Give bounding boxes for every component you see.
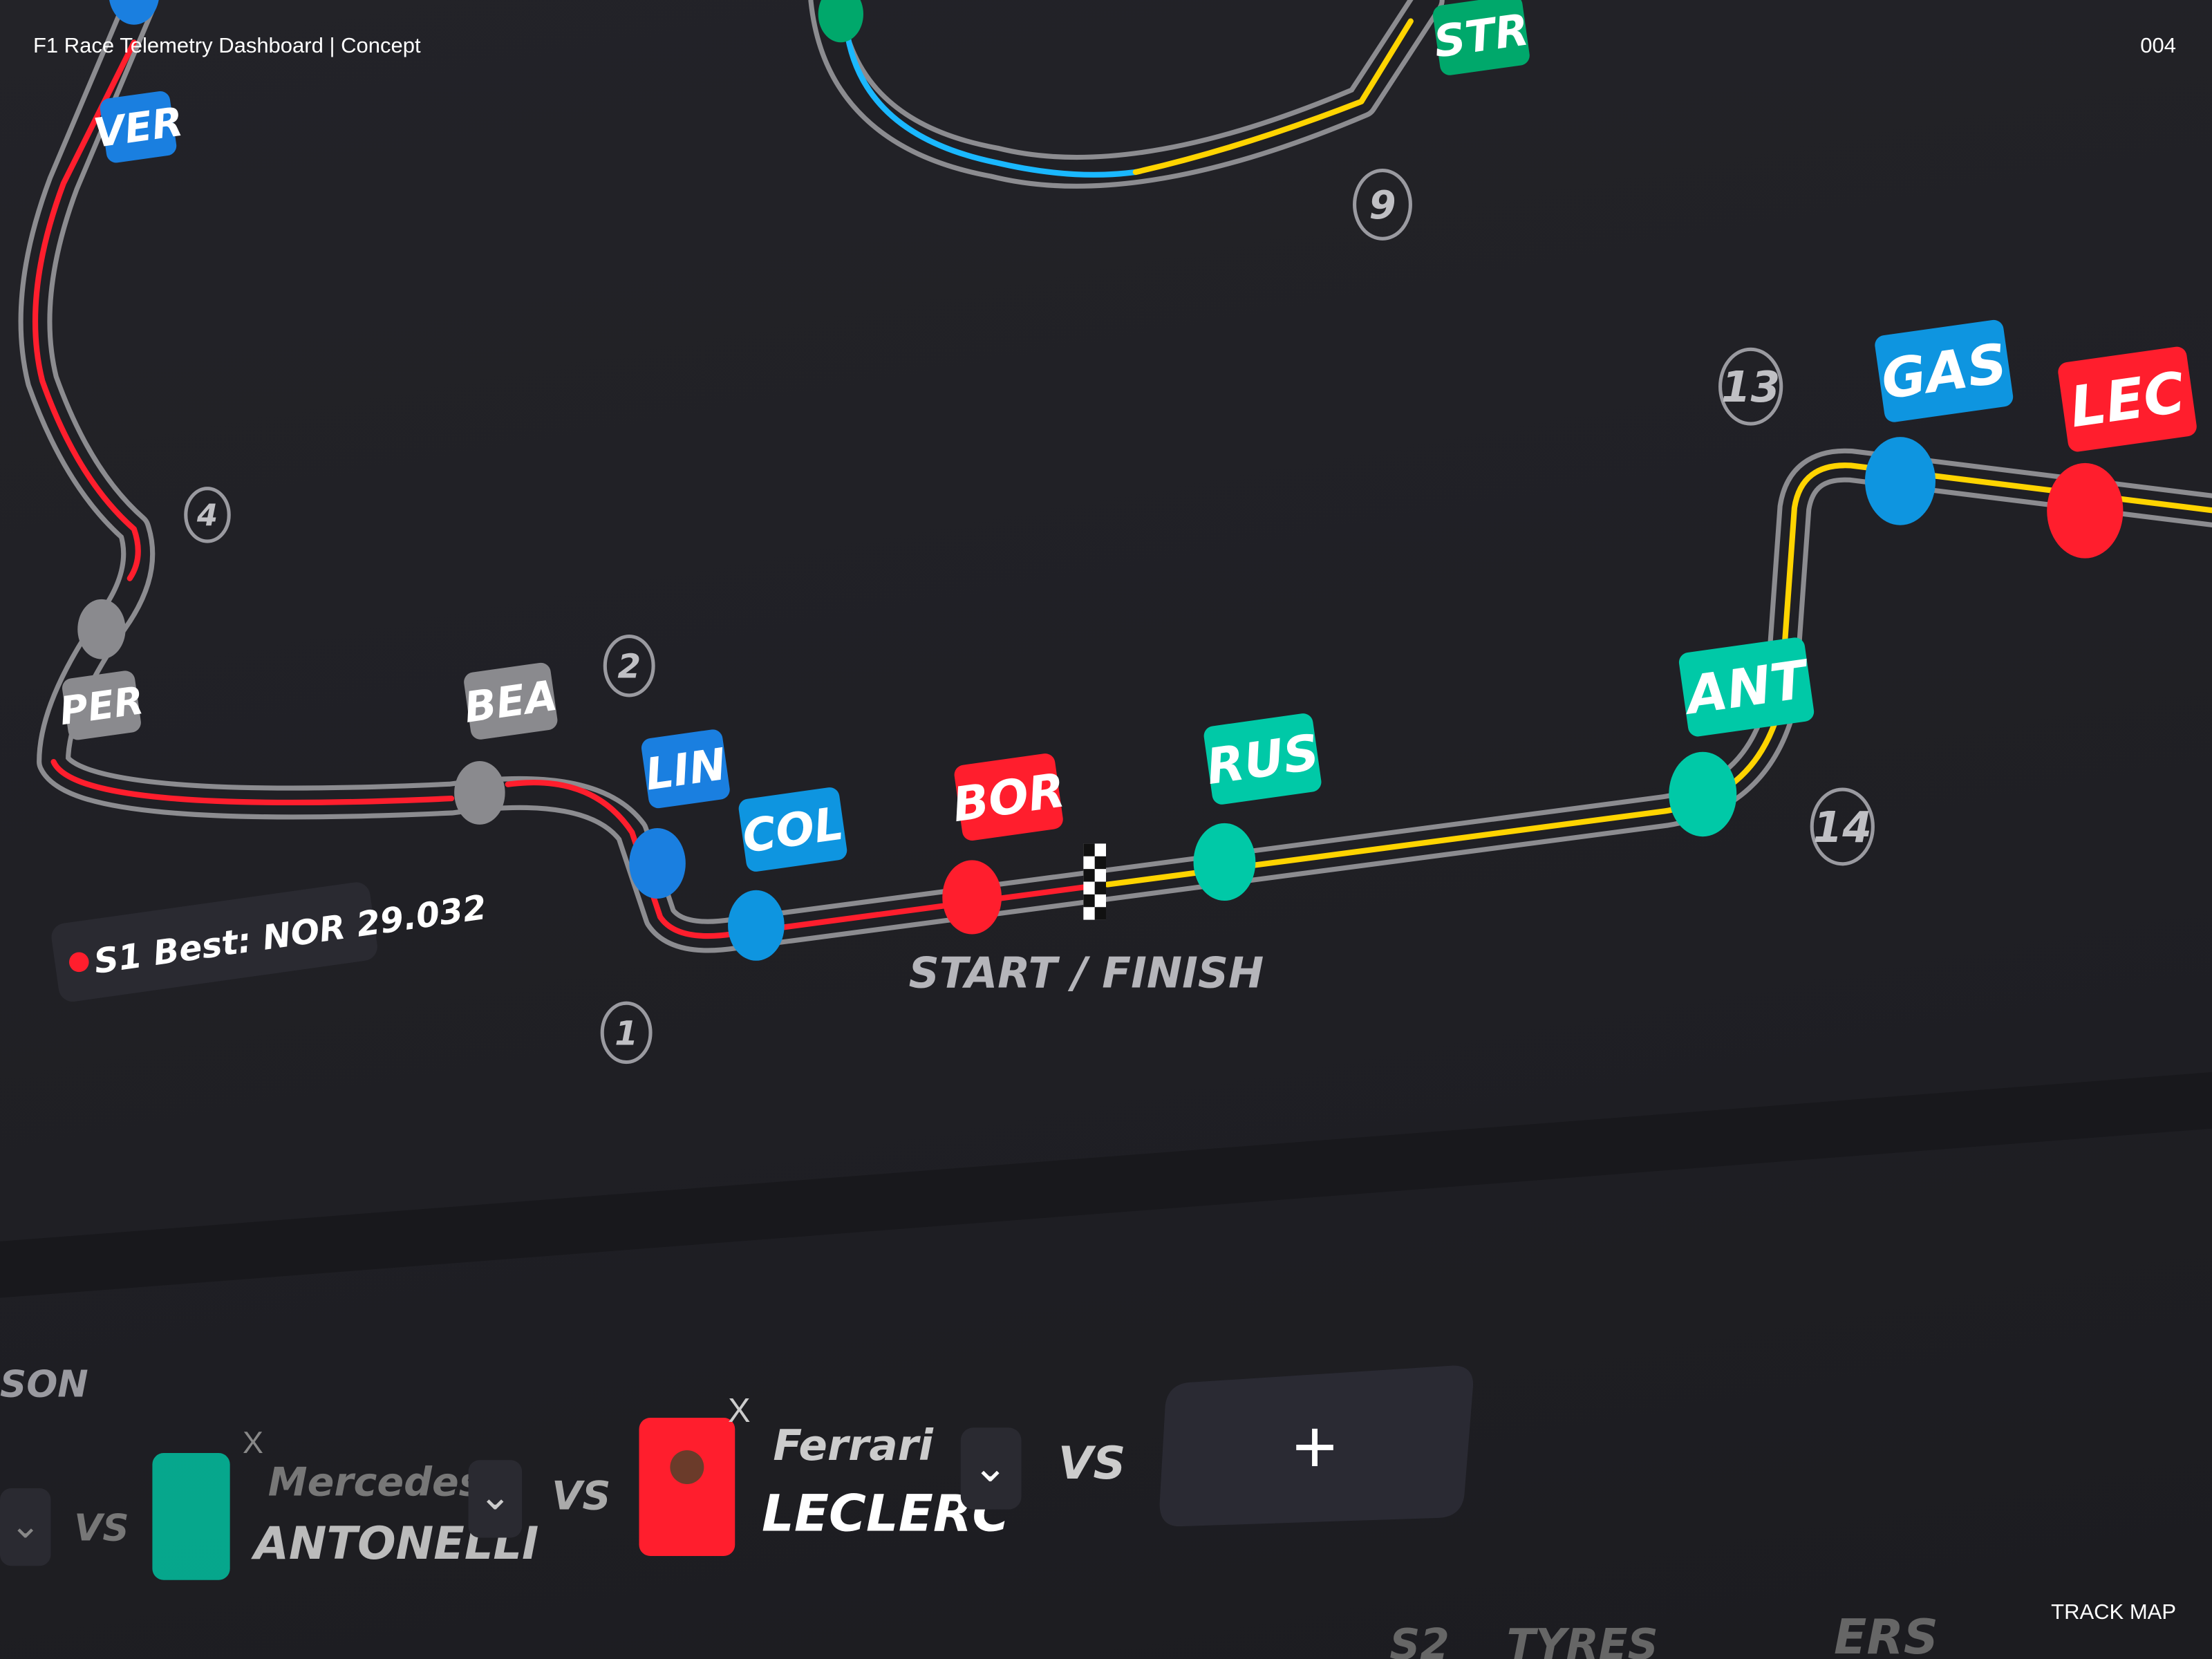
turn-number: 13 — [1721, 363, 1780, 412]
car-position-dot — [77, 599, 126, 659]
car-position-dot — [818, 0, 863, 43]
turn-marker-1: 1 — [600, 1001, 653, 1065]
driver-tag — [1203, 713, 1322, 805]
turn-number: 14 — [1813, 803, 1872, 852]
tab-s2[interactable]: S2 — [1389, 1620, 1450, 1659]
start-finish-line — [1083, 843, 1106, 920]
turn-marker-14: 14 — [1810, 787, 1875, 866]
driver-team: Mercedes — [268, 1459, 482, 1505]
driver-code: LIN — [642, 738, 729, 800]
driver-tag — [464, 662, 558, 740]
driver-tag — [62, 671, 141, 740]
chevron-down-icon: ⌄ — [973, 1443, 1008, 1490]
car-position-dot — [942, 860, 1002, 935]
panel-divider — [0, 1072, 2212, 1298]
chevron-down-icon: ⌄ — [10, 1505, 41, 1546]
driver-tag — [1875, 319, 2014, 422]
chevron-down-icon: ⌄ — [478, 1474, 512, 1519]
driver-dropdown-leclerc[interactable] — [960, 1427, 1022, 1510]
turn-marker-4: 4 — [184, 487, 231, 543]
driver-tag — [100, 91, 177, 163]
driver-tag — [954, 753, 1063, 841]
driver-tag — [1432, 0, 1530, 75]
driver-tag — [738, 787, 847, 872]
sector-best-dot — [69, 952, 89, 973]
car-position-dot — [2047, 462, 2124, 559]
car-position-dot — [629, 827, 686, 899]
driver-dropdown-antonelli[interactable] — [468, 1460, 523, 1538]
car-position-dot — [1193, 823, 1256, 901]
driver-team: Ferrari — [773, 1421, 933, 1470]
driver-marker-per[interactable]: PER — [57, 599, 147, 741]
driver-code: LEC — [2066, 360, 2189, 440]
driver-marker-bor[interactable]: BOR — [942, 752, 1069, 935]
car-position-dot — [1669, 751, 1737, 837]
vs-label: VS — [74, 1507, 129, 1550]
driver-avatar-antonelli — [152, 1453, 230, 1580]
turn-marker-13: 13 — [1718, 347, 1783, 426]
comparison-heading: SON — [0, 1362, 88, 1405]
turn-number: 2 — [617, 648, 641, 686]
remove-driver-leclerc[interactable]: X — [728, 1392, 751, 1430]
driver-marker-ver[interactable]: VER — [91, 0, 186, 164]
driver-marker-gas[interactable]: GAS — [1864, 319, 2014, 525]
driver-tag — [2058, 346, 2197, 452]
driver-marker-lin[interactable]: LIN — [629, 728, 731, 899]
page-title: F1 Race Telemetry Dashboard | Concept — [33, 33, 421, 57]
driver-tag — [641, 729, 730, 809]
turn-marker-9: 9 — [1353, 168, 1412, 241]
car-position-dot — [109, 0, 159, 25]
plus-icon: + — [1293, 1405, 1337, 1490]
turn-number: 9 — [1369, 183, 1396, 228]
driver-tag — [1678, 637, 1815, 737]
car-position-dot — [454, 761, 505, 825]
driver-marker-col[interactable]: COL — [728, 786, 848, 961]
remove-driver-antonelli[interactable]: X — [243, 1425, 263, 1460]
page-number: 004 — [2140, 33, 2176, 57]
driver-marker-ant[interactable]: ANT — [1669, 636, 1815, 837]
driver-marker-str[interactable]: STR — [818, 0, 1532, 77]
vs-label: VS — [552, 1474, 610, 1519]
driver-photo — [670, 1450, 704, 1484]
driver-marker-lec[interactable]: LEC — [2047, 346, 2197, 559]
tab-ers[interactable]: ERS — [1834, 1610, 1938, 1659]
turn-marker-2: 2 — [603, 635, 655, 697]
add-driver-button[interactable] — [1159, 1365, 1474, 1527]
driver-marker-bea[interactable]: BEA — [454, 662, 561, 825]
driver-marker-rus[interactable]: RUS — [1193, 712, 1323, 901]
tab-tyres[interactable]: TYRES — [1507, 1620, 1658, 1659]
car-position-dot — [1864, 437, 1936, 525]
section-label: TRACK MAP — [2051, 1600, 2176, 1624]
car-position-dot — [728, 890, 785, 961]
driver-dropdown-prev[interactable] — [0, 1488, 51, 1566]
vs-label: VS — [1058, 1437, 1126, 1490]
turn-number: 1 — [615, 1014, 638, 1053]
driver-avatar-leclerc — [639, 1418, 735, 1557]
turn-number: 4 — [196, 499, 218, 534]
start-finish-label: START / FINISH — [909, 949, 1264, 998]
